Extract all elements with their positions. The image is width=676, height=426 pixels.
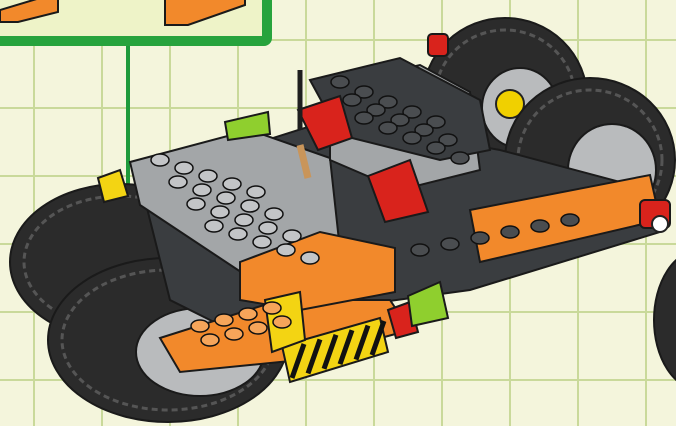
stud: [410, 243, 430, 257]
stud: [168, 175, 188, 189]
stud: [390, 113, 410, 127]
stud: [210, 205, 230, 219]
stud: [276, 243, 296, 257]
stud: [440, 237, 460, 251]
stud: [354, 85, 374, 99]
stud: [198, 169, 218, 183]
wheel-hub: [495, 89, 525, 119]
stud: [342, 93, 362, 107]
parts-callout: [0, 0, 272, 46]
lime-piece: [406, 280, 450, 328]
stud: [330, 75, 350, 89]
stud: [264, 207, 284, 221]
stud: [234, 213, 254, 227]
hazard-stripe: [321, 333, 339, 370]
stud: [426, 115, 446, 129]
stud: [378, 121, 398, 135]
stud: [200, 333, 220, 347]
stud: [450, 151, 470, 165]
yellow-piece: [96, 168, 130, 204]
hazard-stripe: [305, 338, 323, 375]
stud: [246, 185, 266, 199]
stud: [240, 199, 260, 213]
stud: [224, 327, 244, 341]
stud: [150, 153, 170, 167]
hazard-stripe: [337, 329, 355, 366]
orange-brick-part: [164, 0, 246, 26]
stud: [258, 221, 278, 235]
far-right-wheel-edge: [653, 258, 676, 382]
tire: [653, 258, 676, 382]
stud: [438, 133, 458, 147]
stud: [378, 95, 398, 109]
stud: [354, 111, 374, 125]
callout-brick-left: [0, 0, 59, 23]
stud: [560, 213, 580, 227]
stud: [262, 301, 282, 315]
stud: [238, 307, 258, 321]
red-pin: [427, 33, 449, 57]
stud: [248, 321, 268, 335]
stud: [282, 229, 302, 243]
stud: [402, 131, 422, 145]
hazard-stripe: [289, 343, 307, 379]
stud: [204, 219, 224, 233]
orange-brick-part: [0, 0, 59, 23]
stud: [214, 313, 234, 327]
red-seat-left: [296, 94, 354, 152]
stud: [192, 183, 212, 197]
stud: [222, 177, 242, 191]
pin-cap: [651, 215, 669, 233]
brick-studs: [150, 75, 580, 347]
stud: [190, 319, 210, 333]
stud: [174, 161, 194, 175]
stud: [366, 103, 386, 117]
stud: [252, 235, 272, 249]
tan-lever: [296, 144, 312, 179]
stud: [300, 251, 320, 265]
stud: [500, 225, 520, 239]
stud: [186, 197, 206, 211]
hazard-stripe: [353, 324, 371, 361]
stud: [228, 227, 248, 241]
stud: [470, 231, 490, 245]
lime-piece: [223, 110, 272, 142]
stud: [402, 105, 422, 119]
stud: [530, 219, 550, 233]
callout-brick-right: [164, 0, 246, 26]
stud: [414, 123, 434, 137]
stud: [216, 191, 236, 205]
red-seat-right: [366, 158, 430, 224]
stud: [272, 315, 292, 329]
stud: [426, 141, 446, 155]
hazard-stripe: [369, 320, 387, 356]
